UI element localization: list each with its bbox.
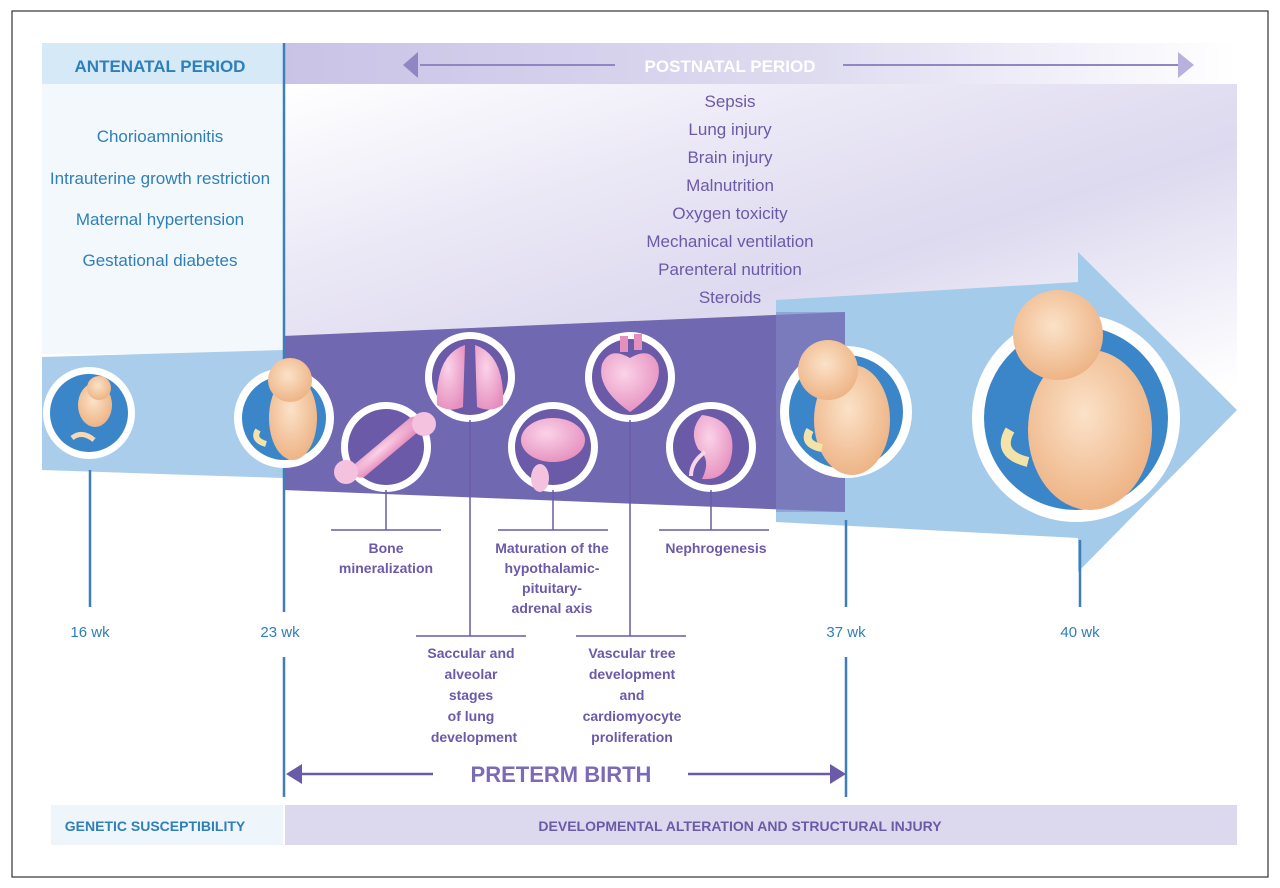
bone-label: mineralization (339, 560, 433, 576)
bone-label: Bone (369, 540, 404, 556)
lung-label: Saccular and (427, 645, 514, 661)
hpa-label: hypothalamic- (505, 560, 600, 576)
postnatal-factor: Steroids (699, 288, 761, 307)
antenatal-header-bar (42, 43, 283, 84)
week-label-16: 16 wk (70, 624, 110, 641)
antenatal-panel (42, 84, 283, 354)
antenatal-title: ANTENATAL PERIOD (75, 57, 246, 76)
preterm-birth-label: PRETERM BIRTH (471, 762, 652, 787)
postnatal-factor: Oxygen toxicity (672, 204, 788, 223)
week-label-37: 37 wk (826, 624, 866, 641)
antenatal-factor: Chorioamnionitis (97, 127, 224, 146)
preterm-arrow-right-head (830, 764, 846, 784)
postnatal-header-bar (285, 43, 1237, 84)
developmental-label: DEVELOPMENTAL ALTERATION AND STRUCTURAL … (538, 818, 942, 834)
kidney-label: Nephrogenesis (665, 540, 766, 556)
vascular-label: Vascular tree (588, 645, 675, 661)
lung-label: development (431, 729, 518, 745)
antenatal-factor: Intrauterine growth restriction (50, 169, 270, 188)
lung-label: of lung (448, 708, 495, 724)
postnatal-title: POSTNATAL PERIOD (645, 57, 816, 76)
postnatal-factor: Malnutrition (686, 176, 774, 195)
fetus-40wk-icon (972, 290, 1180, 522)
genetic-bar (51, 805, 283, 845)
lung-label: alveolar (445, 666, 498, 682)
antenatal-factor: Gestational diabetes (83, 251, 238, 270)
postnatal-factor: Mechanical ventilation (646, 232, 813, 251)
hpa-label: adrenal axis (512, 600, 593, 616)
postnatal-factor: Parenteral nutrition (658, 260, 802, 279)
developmental-bar (285, 805, 1237, 845)
bone-icon (334, 402, 436, 492)
fetus-37wk-icon (780, 340, 912, 478)
hpa-label: Maturation of the (495, 540, 609, 556)
preterm-arrow-left-head (286, 764, 302, 784)
fetus-23wk-icon (234, 358, 334, 468)
vascular-label: proliferation (591, 729, 673, 745)
lungs-icon (425, 332, 515, 422)
postnatal-arrow-right-head (1178, 52, 1194, 78)
lung-label: stages (449, 687, 494, 703)
postnatal-factor: Brain injury (687, 148, 773, 167)
postnatal-factor: Sepsis (704, 92, 755, 111)
vascular-label: cardiomyocyte (583, 708, 682, 724)
week-label-40: 40 wk (1060, 624, 1100, 641)
fetus-16wk-icon (43, 367, 135, 459)
antenatal-factor: Maternal hypertension (76, 210, 244, 229)
postnatal-arrow-left-head (403, 52, 418, 78)
brain-icon (508, 402, 598, 492)
week-label-23: 23 wk (260, 624, 300, 641)
genetic-label: GENETIC SUSCEPTIBILITY (65, 818, 246, 834)
vascular-label: and (620, 687, 645, 703)
hpa-label: pituitary- (522, 580, 582, 596)
postnatal-factor: Lung injury (688, 120, 772, 139)
heart-icon (585, 332, 675, 422)
kidney-icon (666, 402, 756, 492)
vascular-label: development (589, 666, 676, 682)
